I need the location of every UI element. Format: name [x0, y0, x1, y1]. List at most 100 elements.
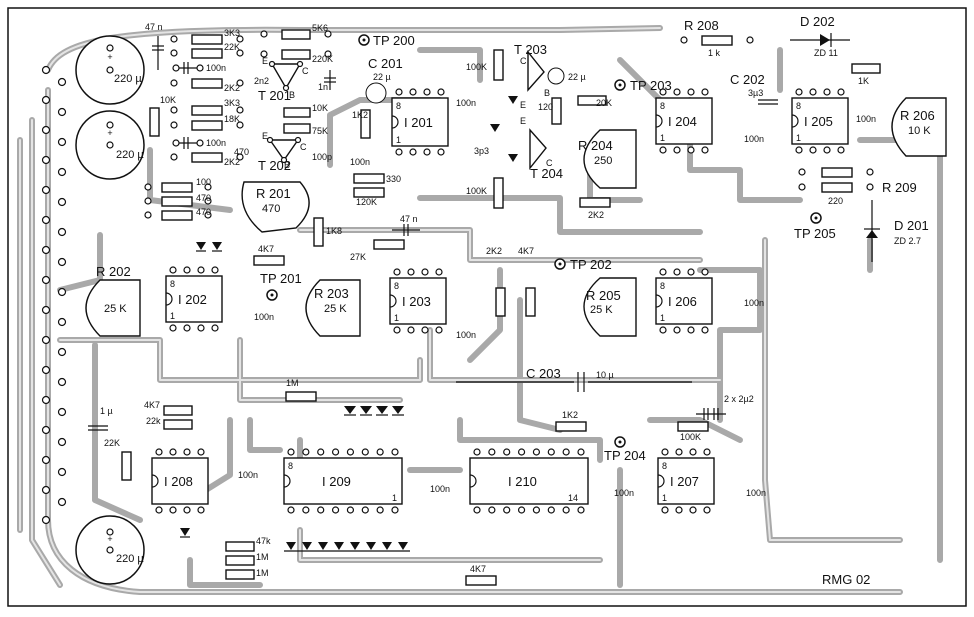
svg-text:100n: 100n [456, 98, 476, 108]
svg-text:8: 8 [170, 279, 175, 289]
svg-text:1: 1 [660, 133, 665, 143]
svg-text:10K: 10K [312, 103, 328, 113]
svg-text:4K7: 4K7 [258, 244, 274, 254]
svg-text:120: 120 [538, 102, 553, 112]
ic-pin [577, 506, 585, 514]
ic-pin [376, 506, 384, 514]
ic-i206-ref: I 206 [668, 294, 697, 309]
ic-pin [809, 88, 817, 96]
trimmer-r201-ref: R 201 [256, 186, 291, 201]
ic-pin [562, 506, 570, 514]
resistor-2k2-a [191, 78, 223, 89]
trimmer-r206: R 206 10 K [891, 97, 947, 157]
tp-202-label: TP 202 [570, 257, 612, 272]
ic-pin [395, 148, 403, 156]
ic-pin [287, 448, 295, 456]
t203-t204-passives: 100K 100n 3p3 22 µ 120 100K 20K 2K2 [456, 49, 612, 220]
ic-pin [361, 506, 369, 514]
ic-pin [421, 268, 429, 276]
svg-text:B: B [289, 90, 295, 100]
ic-i208: I 208 [151, 457, 209, 505]
ic-pin [687, 146, 695, 154]
svg-text:1M: 1M [286, 378, 299, 388]
ic-pin [302, 448, 310, 456]
ic-pin [423, 88, 431, 96]
ic-pin [435, 268, 443, 276]
ic-i206: I 206 8 1 [655, 277, 713, 325]
transistor-t204: T 204 E C [520, 116, 563, 181]
svg-text:220K: 220K [312, 54, 333, 64]
ic-pin [211, 266, 219, 274]
ic-pin [346, 506, 355, 514]
tp-202: TP 202 [554, 257, 612, 272]
ic-pin [532, 448, 541, 456]
trimmer-r203-value: 25 K [324, 303, 347, 315]
svg-text:8: 8 [394, 281, 399, 291]
ic-pin [169, 506, 177, 514]
ic-pin [437, 148, 445, 156]
trimmer-r204-value: 250 [594, 155, 612, 167]
diode-bank-top: 1M [285, 378, 404, 416]
ic-pin [488, 448, 496, 456]
ic-pin [795, 146, 803, 154]
trimmer-r202-ref: R 202 [96, 264, 131, 279]
svg-text:2 x 2µ2: 2 x 2µ2 [724, 394, 754, 404]
resistor-r208-ref: R 208 [684, 18, 719, 33]
diode-bank-bottom: 100n [284, 484, 450, 552]
ic-i209-ref: I 209 [322, 474, 351, 489]
electrolytic-cap-1-value: 220 µ [114, 73, 142, 85]
ic-pin [155, 506, 163, 514]
ic-pin [376, 448, 384, 456]
ic-pin [409, 88, 417, 96]
trimmer-r201-value: 470 [262, 203, 280, 215]
trimmer-r202-value: 25 K [104, 303, 127, 315]
svg-text:100n: 100n [206, 138, 226, 148]
svg-text:8: 8 [662, 461, 667, 471]
svg-text:8: 8 [396, 101, 401, 111]
svg-text:1 µ: 1 µ [100, 406, 113, 416]
ic-pin [687, 268, 695, 276]
svg-text:470: 470 [196, 193, 211, 203]
cap-c201-value: 22 µ [373, 72, 391, 82]
svg-text:120K: 120K [356, 197, 377, 207]
svg-text:3p3: 3p3 [474, 146, 489, 156]
resistor-r208-value: 1 k [708, 48, 721, 58]
resistor-3k3-a [191, 34, 223, 45]
ic-pin [391, 506, 399, 514]
svg-text:1: 1 [392, 493, 397, 503]
svg-text:10K: 10K [160, 95, 176, 105]
ic-pin [532, 506, 541, 514]
svg-text:220: 220 [828, 196, 843, 206]
tp-205-label: TP 205 [794, 226, 836, 241]
svg-text:75K: 75K [312, 126, 328, 136]
svg-text:100K: 100K [680, 432, 701, 442]
ic-i210-ref: I 210 [508, 474, 537, 489]
svg-text:100n: 100n [614, 488, 634, 498]
edge-connector-pads [41, 65, 67, 525]
ic-pin [407, 326, 415, 334]
r209-d201-region: R 209 220 D 201 ZD 2.7 [798, 167, 929, 262]
svg-text:3K3: 3K3 [224, 28, 240, 38]
ic-pin [703, 506, 711, 514]
resistor-group-left-mid: 3K3 18K 100n 2K2 10K 75K 100p [170, 98, 332, 167]
copper-trace-highlights [19, 27, 901, 593]
svg-text:14: 14 [568, 493, 578, 503]
svg-text:22K: 22K [224, 42, 240, 52]
ic-pin [673, 268, 681, 276]
ic-pin [421, 326, 429, 334]
svg-text:8: 8 [660, 281, 665, 291]
ic-pin [197, 324, 205, 332]
svg-text:C: C [520, 56, 527, 66]
ic-pin [287, 506, 295, 514]
cap-c201-ref: C 201 [368, 56, 403, 71]
svg-text:1: 1 [796, 133, 801, 143]
resistor-22k-a [191, 48, 223, 59]
transistor-t203-ref: T 203 [514, 42, 547, 57]
svg-text:22k: 22k [146, 416, 161, 426]
ic-pin [795, 88, 803, 96]
ic-pin [547, 448, 555, 456]
svg-text:2n2: 2n2 [254, 76, 269, 86]
svg-text:2K2: 2K2 [486, 246, 502, 256]
ic-pin [659, 146, 667, 154]
